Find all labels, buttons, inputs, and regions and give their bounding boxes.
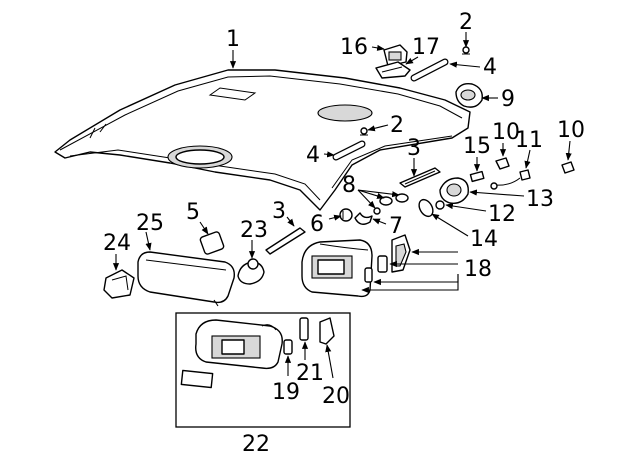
grab-handle-left	[265, 227, 306, 255]
clip-pin-mid	[360, 127, 368, 136]
callout-4-top: 4	[483, 55, 497, 80]
lens-17	[375, 61, 411, 79]
callout-2-mid: 2	[390, 113, 404, 138]
callout-17: 17	[412, 35, 440, 60]
callout-4-mid: 4	[306, 143, 320, 168]
callout-11: 11	[515, 128, 543, 153]
callout-24: 24	[103, 231, 131, 256]
bulb-15	[469, 170, 485, 183]
callout-8: 8	[342, 173, 356, 198]
callout-22: 22	[242, 432, 270, 457]
callout-3-right: 3	[407, 136, 421, 161]
callout-7: 7	[389, 214, 403, 239]
callout-5: 5	[186, 200, 200, 225]
visor-mirror-kit-22	[175, 312, 351, 428]
rod-lower	[332, 140, 366, 161]
console-bezel-18	[391, 234, 411, 273]
bulb-10-left	[495, 157, 510, 170]
grab-handle-right	[399, 167, 441, 188]
bulb-10-right	[561, 161, 575, 174]
visor-clip-24	[103, 269, 135, 299]
fastener-6	[339, 208, 353, 222]
sun-visor-25	[137, 251, 235, 307]
coat-hook-23	[237, 258, 265, 285]
callout-2-top: 2	[459, 10, 473, 35]
lamp-housing-13	[439, 177, 469, 204]
callout-19: 19	[272, 380, 300, 405]
clip-pin-top	[462, 46, 470, 55]
callout-6: 6	[310, 212, 324, 237]
callout-21: 21	[296, 361, 324, 386]
callout-16: 16	[340, 35, 368, 60]
callout-18: 18	[464, 257, 492, 282]
callout-1: 1	[226, 27, 240, 52]
map-lamp-9	[455, 82, 483, 108]
lens-14	[418, 198, 434, 218]
callout-20: 20	[322, 384, 350, 409]
bulb-12	[435, 200, 445, 210]
dome-lamp-16	[383, 44, 408, 67]
callout-25: 25	[136, 211, 164, 236]
rod-upper	[410, 58, 449, 82]
cap-5	[199, 231, 225, 255]
leader-lines	[112, 32, 572, 379]
callout-23: 23	[240, 218, 268, 243]
callout-labels: 1 2 16 17 4 9 2 4 3 15 10 11 10 8 13 12 …	[103, 10, 585, 457]
callout-3-left: 3	[272, 199, 286, 224]
console-lens-18	[364, 255, 388, 283]
callout-13: 13	[526, 187, 554, 212]
headliner-part	[54, 69, 471, 211]
overhead-console-18	[301, 239, 373, 298]
callout-10-left: 10	[492, 120, 520, 145]
bracket-7	[354, 212, 373, 225]
callout-12: 12	[488, 202, 516, 227]
callout-10-right: 10	[557, 118, 585, 143]
callout-9: 9	[501, 87, 515, 112]
callout-15: 15	[463, 134, 491, 159]
socket-wire-11	[490, 169, 531, 190]
callout-14: 14	[470, 227, 498, 252]
